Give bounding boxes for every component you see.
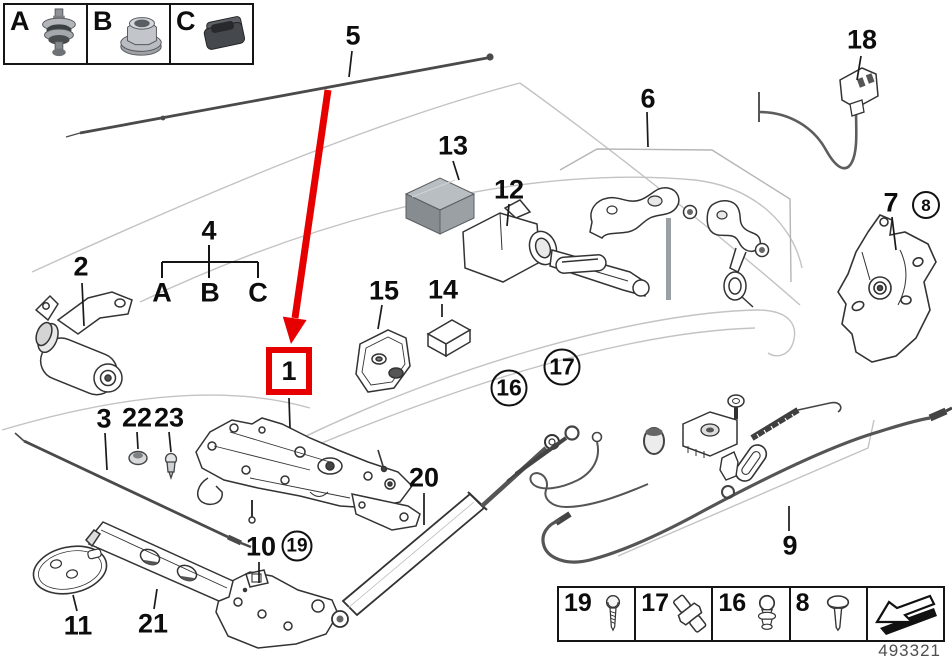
plug-icon <box>669 588 711 640</box>
part-label-2[interactable]: 2 <box>73 251 89 282</box>
part-5-release-rod <box>65 53 494 138</box>
part-label-4[interactable]: 4 <box>201 215 217 246</box>
legend-cell-8: 8 <box>788 588 866 640</box>
part-label-7[interactable]: 7 <box>883 187 899 218</box>
legend-cell-b: B <box>86 5 169 63</box>
legend-cell-c: C <box>169 5 252 63</box>
fastener-legend-box: A B <box>3 3 254 65</box>
part-label-15[interactable]: 15 <box>368 275 400 306</box>
legend-letter-c: C <box>176 6 196 36</box>
legend-number-19: 19 <box>564 589 592 617</box>
part-13-pad-box <box>404 177 476 235</box>
part-15-stop-bracket <box>355 329 411 393</box>
legend-number-8: 8 <box>795 589 810 617</box>
part-18-microswitch <box>758 67 879 170</box>
part-label-5[interactable]: 5 <box>345 20 361 51</box>
diagram-number: 493321 <box>878 641 941 660</box>
part-label-21[interactable]: 21 <box>137 608 169 639</box>
part-label-16-circled[interactable]: 16 <box>490 369 528 407</box>
part-label-12[interactable]: 12 <box>493 174 525 205</box>
part-label-23[interactable]: 23 <box>153 402 185 433</box>
screw-icon <box>592 588 634 640</box>
legend-cell-19: 19 <box>559 588 634 640</box>
rubber-cap-icon <box>196 5 253 63</box>
part-20-gas-strut <box>331 434 560 628</box>
highlight-arrow <box>282 89 332 344</box>
part-label-6[interactable]: 6 <box>640 83 656 114</box>
part-23-pin <box>164 452 178 481</box>
part-1-lock-assembly <box>195 417 421 531</box>
part-label-20[interactable]: 20 <box>408 462 440 493</box>
rivet-icon <box>810 588 866 640</box>
part-label-3[interactable]: 3 <box>96 403 112 434</box>
part-10-base-plate <box>215 569 339 649</box>
part-7-hinge-bracket <box>837 214 937 363</box>
part-label-18[interactable]: 18 <box>846 24 878 55</box>
part-2-motor <box>34 291 133 396</box>
clip-icon <box>746 588 788 640</box>
legend-number-16: 16 <box>718 589 747 617</box>
part-label-option-c[interactable]: C <box>248 277 268 308</box>
part-label-11[interactable]: 11 <box>63 610 93 641</box>
part-label-8-circled[interactable]: 8 <box>912 191 940 219</box>
car-body-outline <box>1 82 875 557</box>
legend-letter-a: A <box>10 6 30 36</box>
part-label-option-b[interactable]: B <box>200 277 220 308</box>
damper-icon <box>30 5 87 63</box>
legend-cell-arrow <box>865 588 943 640</box>
legend-number-17: 17 <box>641 589 670 617</box>
part-label-17-circled[interactable]: 17 <box>543 348 581 386</box>
part-22-grommet <box>128 450 148 466</box>
legend-cell-a: A <box>5 5 86 63</box>
part-4-bracket <box>161 245 259 278</box>
small-parts-legend-box: 19 17 <box>557 586 945 642</box>
part-label-9[interactable]: 9 <box>782 530 798 561</box>
part-21-rail <box>84 521 234 602</box>
part-6-lever-group <box>555 148 792 308</box>
part-label-19-circled[interactable]: 19 <box>281 530 313 562</box>
part-11-cover-disc <box>32 545 108 595</box>
part-label-14[interactable]: 14 <box>427 274 459 305</box>
part-label-10[interactable]: 10 <box>245 531 277 562</box>
bushing-icon <box>113 5 170 63</box>
part-9-bowden-cable <box>506 394 952 564</box>
part-label-22[interactable]: 22 <box>121 402 153 433</box>
legend-letter-b: B <box>93 6 113 36</box>
leader-lines <box>72 50 897 612</box>
part-label-option-a[interactable]: A <box>152 277 172 308</box>
part-label-1[interactable]: 1 <box>266 347 312 395</box>
part-12-lock-cylinder <box>462 199 650 297</box>
part-14-rubber-pad <box>426 319 472 358</box>
legend-cell-16: 16 <box>711 588 788 640</box>
part-3-rod <box>14 432 252 549</box>
part-label-13[interactable]: 13 <box>437 130 469 161</box>
legend-cell-17: 17 <box>634 588 711 640</box>
direction-arrow-icon <box>868 588 943 640</box>
